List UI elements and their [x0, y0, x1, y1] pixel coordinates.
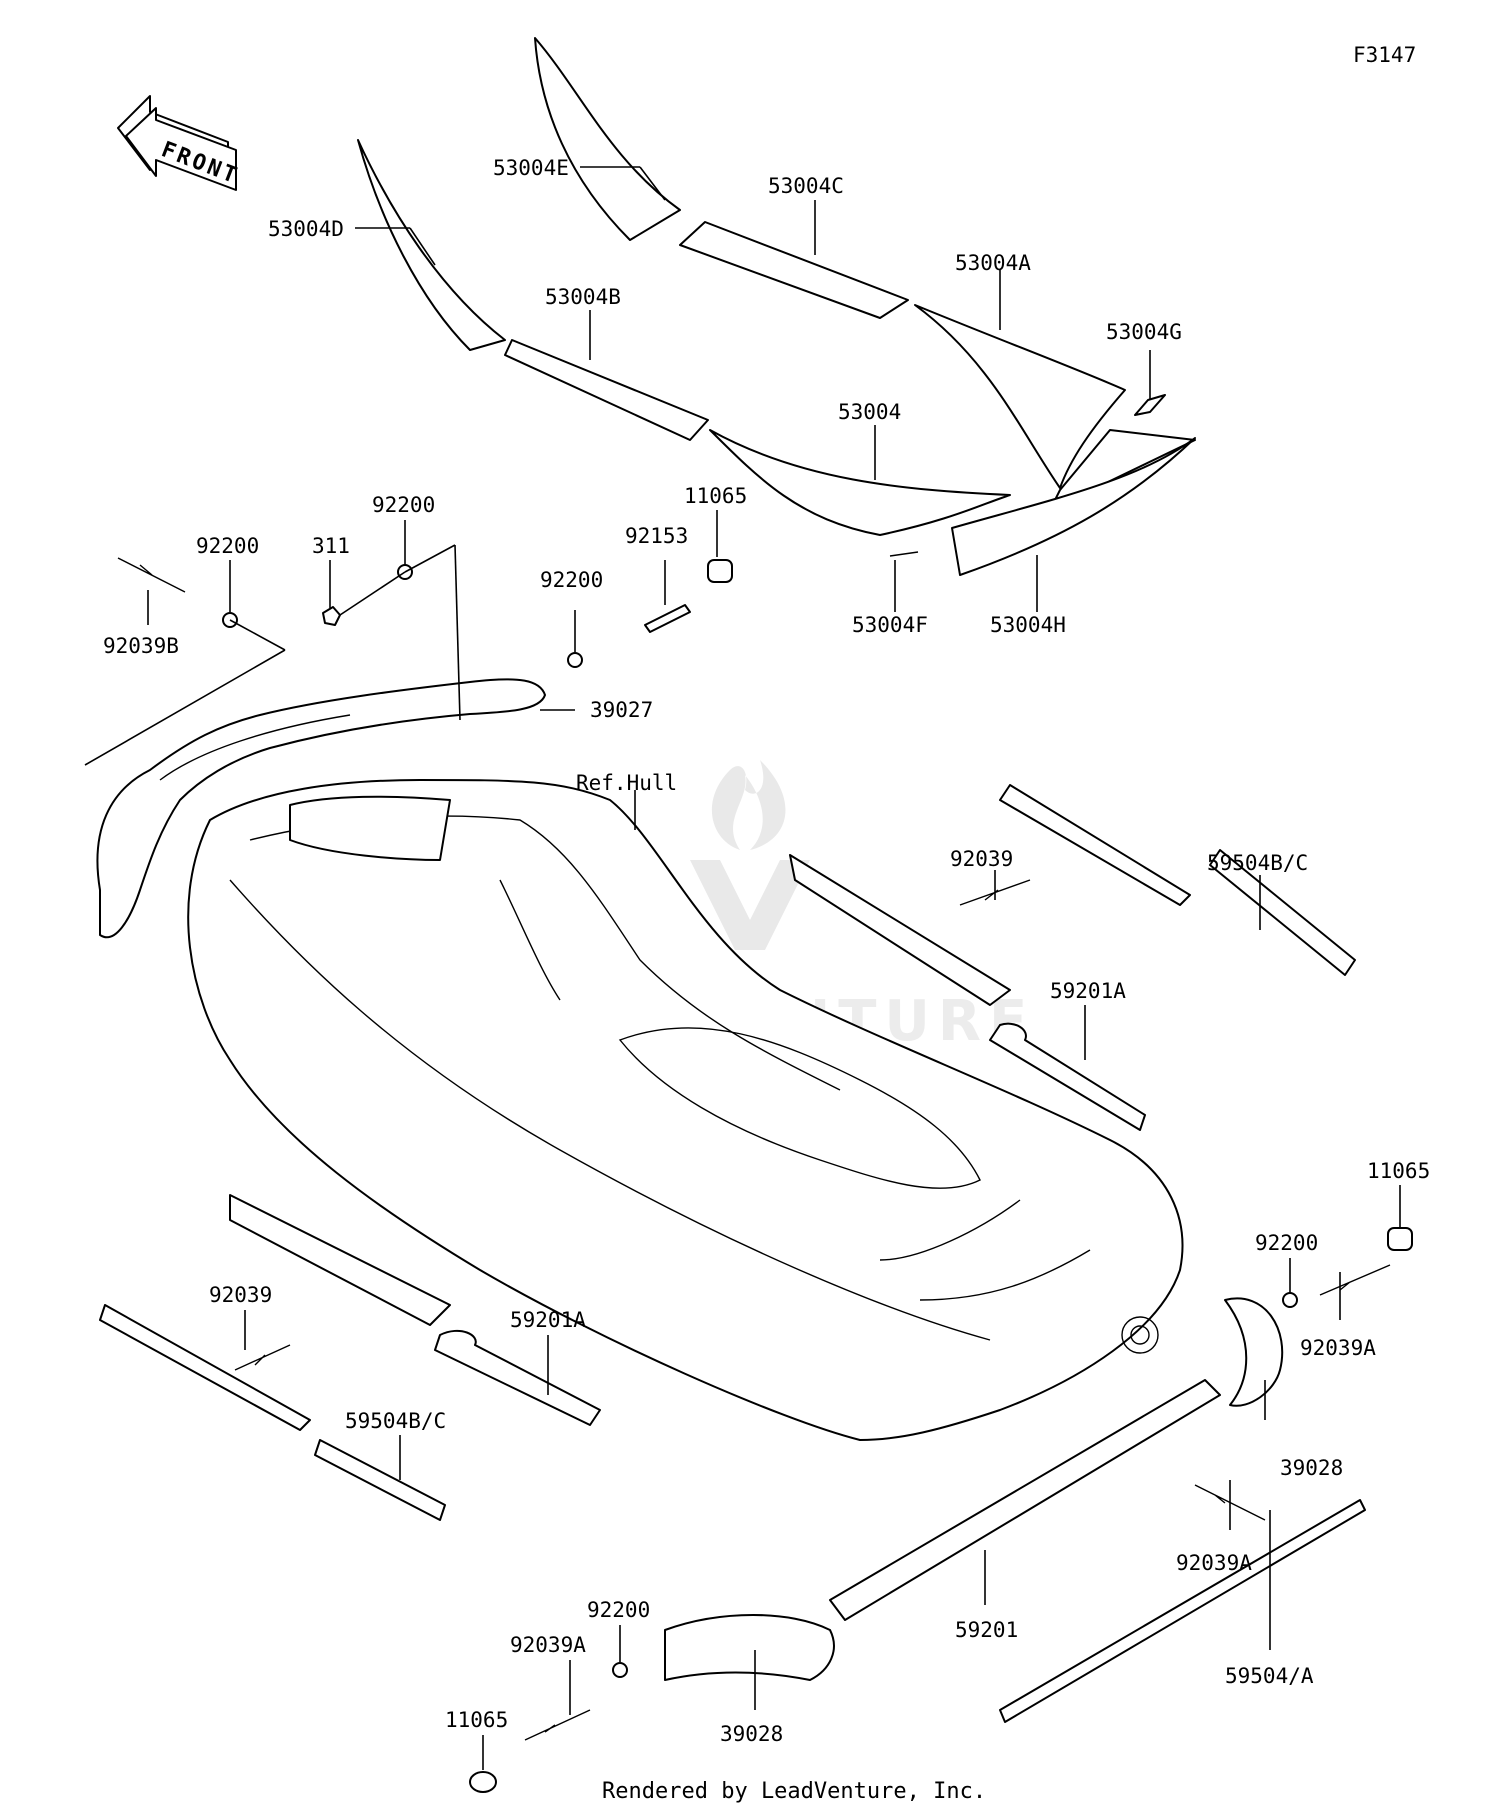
figure-id: F3147 — [1353, 43, 1416, 67]
washer-icon — [567, 652, 583, 668]
rivet-icon — [117, 557, 186, 593]
callout-92039B: 92039B — [103, 634, 179, 658]
callout-labels: 53004E 53004C 53004D 53004A 53004B 53004… — [103, 156, 1430, 1746]
callout-92200-bottom: 92200 — [587, 1598, 650, 1622]
callout-39028-bottom: 39028 — [720, 1722, 783, 1746]
nut-icon — [322, 606, 341, 626]
callout-92200-c: 92200 — [540, 568, 603, 592]
callout-11065-right: 11065 — [1367, 1159, 1430, 1183]
long-strip-59504A — [999, 1499, 1366, 1723]
callout-53004D: 53004D — [268, 217, 344, 241]
callout-92153: 92153 — [625, 524, 688, 548]
callout-53004: 53004 — [838, 400, 901, 424]
rear-bumper-left-39028 — [664, 1614, 835, 1681]
left-side-mats — [99, 1194, 601, 1521]
callout-11065-bottom: 11065 — [445, 1708, 508, 1732]
bolt-icon — [644, 604, 691, 633]
rivet-icon — [524, 1709, 591, 1741]
cap-nut-icon — [1387, 1227, 1413, 1251]
cap-nut-icon — [469, 1771, 497, 1793]
callout-53004E: 53004E — [493, 156, 569, 180]
callout-59504BC-left: 59504B/C — [345, 1409, 446, 1433]
rear-bumper-right-39028 — [1224, 1297, 1284, 1407]
callout-59504BC-right: 59504B/C — [1207, 851, 1308, 875]
callout-92039A-mid: 92039A — [1176, 1551, 1252, 1575]
right-side-mats — [789, 784, 1356, 1131]
callout-59201A-right: 59201A — [1050, 979, 1126, 1003]
rivet-icon — [1319, 1264, 1391, 1296]
callout-92200-right: 92200 — [1255, 1231, 1318, 1255]
leader-lines — [84, 166, 1401, 1770]
callout-39028-right: 39028 — [1280, 1456, 1343, 1480]
long-mat-59201 — [829, 1379, 1221, 1621]
callout-92200-b: 92200 — [196, 534, 259, 558]
seat-cover-panels — [357, 37, 1196, 576]
callout-59201: 59201 — [955, 1618, 1018, 1642]
footer-credit: Rendered by LeadVenture, Inc. — [602, 1779, 986, 1804]
callout-59201A-left: 59201A — [510, 1308, 586, 1332]
callout-11065-top: 11065 — [684, 484, 747, 508]
callout-311: 311 — [312, 534, 350, 558]
callout-59504A: 59504/A — [1225, 1664, 1314, 1688]
ref-hull-label: Ref.Hull — [576, 771, 677, 795]
callout-53004C: 53004C — [768, 174, 844, 198]
callout-92039-right: 92039 — [950, 847, 1013, 871]
callout-53004B: 53004B — [545, 285, 621, 309]
callout-53004G: 53004G — [1106, 320, 1182, 344]
washer-icon — [1282, 1292, 1298, 1308]
callout-53004H: 53004H — [990, 613, 1066, 637]
callout-39027: 39027 — [590, 698, 653, 722]
rivet-icon — [234, 1344, 291, 1371]
callout-92039-left: 92039 — [209, 1283, 272, 1307]
callout-92200-a: 92200 — [372, 493, 435, 517]
front-arrow-icon: FRONT — [117, 95, 243, 191]
hull — [187, 779, 1184, 1441]
washer-icon — [612, 1662, 628, 1678]
callout-53004F: 53004F — [852, 613, 928, 637]
callout-92039A-bottom: 92039A — [510, 1633, 586, 1657]
callout-53004A: 53004A — [955, 251, 1031, 275]
deck-cover-39027 — [96, 678, 546, 939]
cap-nut-icon — [707, 559, 733, 583]
callout-92039A-right: 92039A — [1300, 1336, 1376, 1360]
